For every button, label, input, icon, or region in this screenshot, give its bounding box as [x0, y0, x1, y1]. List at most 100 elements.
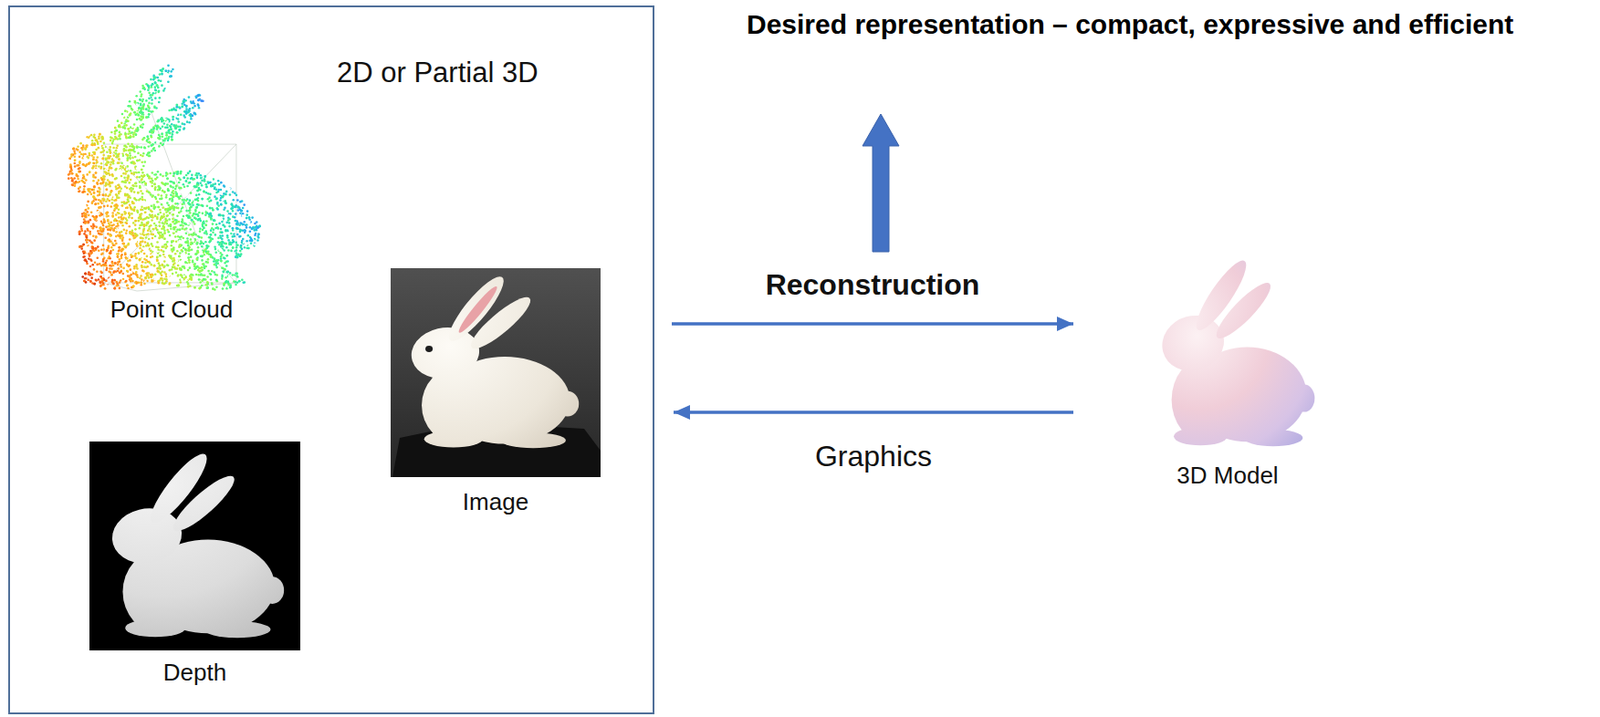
cloud-point — [92, 195, 95, 199]
cloud-point — [96, 146, 100, 150]
cloud-point — [81, 179, 84, 183]
cloud-point — [196, 250, 199, 253]
cloud-point — [184, 261, 188, 264]
cloud-point — [231, 190, 235, 194]
cloud-point — [94, 202, 97, 206]
cloud-point — [194, 100, 198, 104]
cloud-point — [145, 259, 148, 262]
cloud-point — [195, 206, 199, 210]
cloud-point — [179, 268, 183, 272]
cloud-point — [116, 222, 120, 226]
cloud-point — [138, 176, 142, 179]
cloud-point — [133, 190, 136, 194]
cloud-point — [168, 206, 172, 210]
cloud-point — [174, 235, 178, 239]
cloud-point — [115, 146, 118, 150]
cloud-point — [88, 239, 92, 242]
cloud-point — [152, 175, 156, 178]
cloud-point — [151, 233, 155, 237]
cloud-point — [124, 253, 127, 257]
cloud-point — [196, 241, 199, 245]
cloud-point — [220, 238, 224, 241]
cloud-point — [200, 255, 204, 259]
cloud-point — [127, 136, 131, 140]
cloud-point — [102, 263, 105, 267]
cloud-point — [172, 172, 176, 176]
cloud-point — [153, 126, 157, 130]
cloud-point — [94, 161, 98, 165]
cloud-point — [202, 189, 206, 193]
cloud-point — [149, 230, 153, 233]
cloud-point — [170, 240, 174, 244]
cloud-point — [121, 113, 125, 116]
cloud-point — [134, 101, 137, 105]
cloud-point — [166, 177, 169, 181]
cloud-point — [227, 249, 231, 252]
cloud-point — [205, 186, 209, 189]
cloud-point — [76, 145, 80, 148]
cloud-point — [253, 243, 257, 247]
cloud-point — [156, 270, 159, 273]
cloud-point — [187, 256, 190, 260]
cloud-point — [122, 248, 126, 251]
cloud-point — [172, 182, 176, 186]
cloud-point — [124, 172, 127, 176]
cloud-point — [157, 261, 161, 265]
cloud-point — [207, 245, 210, 249]
cloud-point — [231, 227, 235, 231]
cloud-point — [197, 250, 200, 254]
cloud-point — [90, 210, 94, 214]
cloud-point — [127, 212, 131, 216]
cloud-point — [153, 222, 157, 226]
cloud-point — [143, 146, 147, 149]
cloud-point — [134, 97, 137, 101]
cloud-point — [147, 102, 151, 105]
cloud-point — [225, 260, 229, 263]
cloud-point — [239, 254, 242, 258]
cloud-point — [215, 260, 219, 263]
cloud-point — [154, 273, 157, 277]
cloud-point — [192, 212, 196, 216]
cloud-point — [168, 211, 172, 215]
cloud-point — [101, 146, 105, 150]
cloud-point — [188, 274, 192, 278]
cloud-point — [96, 245, 100, 249]
cloud-point — [162, 226, 166, 230]
cloud-point — [184, 248, 188, 251]
cloud-point — [104, 182, 108, 186]
cloud-point — [118, 158, 122, 162]
cloud-point — [208, 215, 211, 219]
cloud-point — [170, 199, 174, 203]
cloud-point — [195, 273, 199, 277]
cloud-point — [176, 172, 179, 176]
cloud-point — [205, 210, 209, 214]
cloud-point — [138, 158, 142, 162]
cloud-point — [110, 189, 114, 193]
cloud-point — [165, 115, 168, 118]
cloud-point — [199, 278, 203, 282]
cloud-point — [95, 270, 99, 273]
cloud-point — [174, 114, 178, 117]
cloud-point — [146, 244, 150, 248]
cloud-point — [151, 237, 155, 241]
cloud-point — [126, 250, 130, 253]
cloud-point — [150, 102, 154, 105]
cloud-point — [223, 268, 227, 272]
cloud-point — [117, 125, 121, 128]
cloud-point — [178, 240, 182, 243]
cloud-point — [230, 207, 234, 210]
cloud-point — [93, 185, 96, 189]
cloud-point — [117, 192, 121, 196]
cloud-point — [209, 233, 213, 237]
cloud-point — [164, 115, 168, 118]
cloud-point — [173, 171, 177, 175]
cloud-point — [123, 202, 126, 206]
cloud-point — [189, 117, 193, 121]
cloud-point — [166, 124, 169, 127]
cloud-point — [78, 186, 82, 189]
cloud-point — [178, 251, 182, 255]
cloud-point — [92, 242, 95, 246]
cloud-point — [153, 183, 157, 187]
cloud-point — [110, 264, 114, 268]
cloud-point — [118, 287, 122, 291]
